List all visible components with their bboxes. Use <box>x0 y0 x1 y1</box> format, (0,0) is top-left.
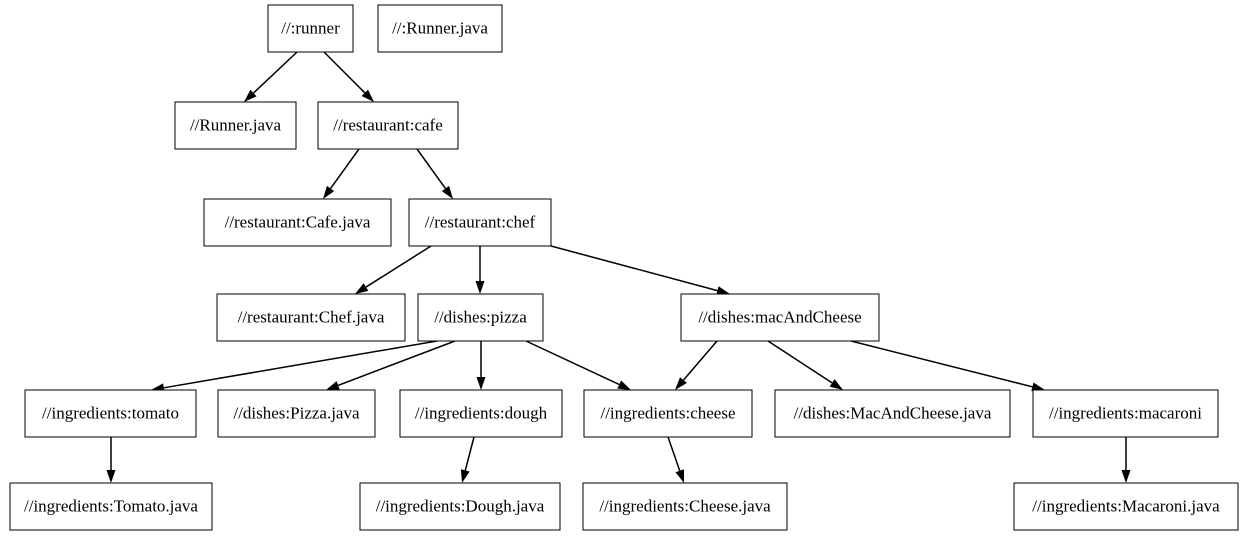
graph-node-pizza[interactable]: //dishes:pizza <box>417 293 544 342</box>
edge-cheese-to-cheese_java <box>667 436 684 483</box>
node-box-dough_java <box>359 482 561 531</box>
node-label-macaroni_java: //ingredients:Macaroni.java <box>1032 496 1220 515</box>
edge-dough-to-dough_java <box>460 436 475 483</box>
graph-node-cafe_java[interactable]: //restaurant:Cafe.java <box>203 198 392 247</box>
node-box-cheese_java <box>582 482 788 531</box>
graph-node-chef_java[interactable]: //restaurant:Chef.java <box>216 293 406 342</box>
node-box-cheese <box>583 389 753 438</box>
edge-pizza-to-pizza_java <box>326 340 456 390</box>
edge-macandcheese-to-cheese <box>675 340 718 390</box>
node-box-dough <box>399 389 563 438</box>
node-label-pizza_java: //dishes:Pizza.java <box>233 403 360 422</box>
node-label-dough: //ingredients:dough <box>415 403 548 422</box>
graph-node-macandcheese_java[interactable]: //dishes:MacAndCheese.java <box>774 389 1011 438</box>
node-box-macaroni_java <box>1013 482 1239 531</box>
graph-node-cheese[interactable]: //ingredients:cheese <box>583 389 753 438</box>
node-label-runner_java_root: //:Runner.java <box>392 18 488 37</box>
edge-macaroni-to-macaroni_java <box>1121 437 1131 483</box>
node-label-runner_java: //Runner.java <box>190 115 282 134</box>
node-label-tomato: //ingredients:tomato <box>42 403 179 422</box>
node-label-cheese_java: //ingredients:Cheese.java <box>599 496 771 515</box>
edge-runner-to-cafe <box>323 51 374 102</box>
node-box-cafe <box>317 101 459 150</box>
node-box-runner_java <box>174 101 297 150</box>
node-box-macandcheese_java <box>774 389 1011 438</box>
graph-node-runner_java[interactable]: //Runner.java <box>174 101 297 150</box>
graph-node-dough_java[interactable]: //ingredients:Dough.java <box>359 482 561 531</box>
node-box-chef <box>408 198 552 247</box>
edge-chef-to-pizza <box>475 246 485 294</box>
node-box-tomato <box>24 389 197 438</box>
graph-node-chef[interactable]: //restaurant:chef <box>408 198 552 247</box>
node-label-cheese: //ingredients:cheese <box>600 403 735 422</box>
node-box-macandcheese <box>680 293 880 342</box>
edge-pizza-to-cheese <box>525 340 631 390</box>
node-label-cafe: //restaurant:cafe <box>333 115 443 134</box>
graph-node-dough[interactable]: //ingredients:dough <box>399 389 563 438</box>
node-box-chef_java <box>216 293 406 342</box>
node-box-pizza <box>417 293 544 342</box>
node-box-macaroni <box>1032 389 1219 438</box>
graph-node-runner[interactable]: //:runner <box>267 4 354 53</box>
edge-chef-to-chef_java <box>355 245 432 294</box>
node-box-runner <box>267 4 354 53</box>
node-label-chef: //restaurant:chef <box>425 212 536 231</box>
node-label-macaroni: //ingredients:macaroni <box>1049 403 1202 422</box>
node-box-tomato_java <box>9 482 213 531</box>
edge-runner-to-runner_java <box>244 51 298 102</box>
edge-layer <box>106 51 1131 483</box>
graph-node-pizza_java[interactable]: //dishes:Pizza.java <box>217 389 376 438</box>
edge-chef-to-macandcheese <box>550 245 730 295</box>
node-box-runner_java_root <box>377 4 503 53</box>
node-label-tomato_java: //ingredients:Tomato.java <box>24 496 198 515</box>
edge-pizza-to-dough <box>476 341 486 390</box>
node-label-pizza: //dishes:pizza <box>434 307 527 326</box>
edge-cafe-to-cafe_java <box>323 148 360 199</box>
graph-node-tomato[interactable]: //ingredients:tomato <box>24 389 197 438</box>
graph-node-tomato_java[interactable]: //ingredients:Tomato.java <box>9 482 213 531</box>
node-box-cafe_java <box>203 198 392 247</box>
node-label-macandcheese: //dishes:macAndCheese <box>698 307 861 326</box>
node-label-dough_java: //ingredients:Dough.java <box>376 496 545 515</box>
edge-pizza-to-tomato <box>151 340 438 393</box>
graph-node-cafe[interactable]: //restaurant:cafe <box>317 101 459 150</box>
graph-node-runner_java_root[interactable]: //:Runner.java <box>377 4 503 53</box>
edge-macandcheese-to-macaroni <box>850 340 1045 392</box>
node-label-chef_java: //restaurant:Chef.java <box>238 307 385 326</box>
edge-tomato-to-tomato_java <box>106 437 116 483</box>
node-label-macandcheese_java: //dishes:MacAndCheese.java <box>794 403 992 422</box>
graph-node-macandcheese[interactable]: //dishes:macAndCheese <box>680 293 880 342</box>
node-label-cafe_java: //restaurant:Cafe.java <box>225 212 371 231</box>
graph-node-macaroni_java[interactable]: //ingredients:Macaroni.java <box>1013 482 1239 531</box>
graph-node-macaroni[interactable]: //ingredients:macaroni <box>1032 389 1219 438</box>
graph-node-cheese_java[interactable]: //ingredients:Cheese.java <box>582 482 788 531</box>
node-label-runner: //:runner <box>281 18 340 37</box>
node-box-pizza_java <box>217 389 376 438</box>
node-layer: //:runner //:Runner.java //Runner.java //re… <box>9 4 1239 531</box>
edge-cafe-to-chef <box>416 148 453 199</box>
edge-macandcheese-to-macandcheese_java <box>767 340 843 390</box>
